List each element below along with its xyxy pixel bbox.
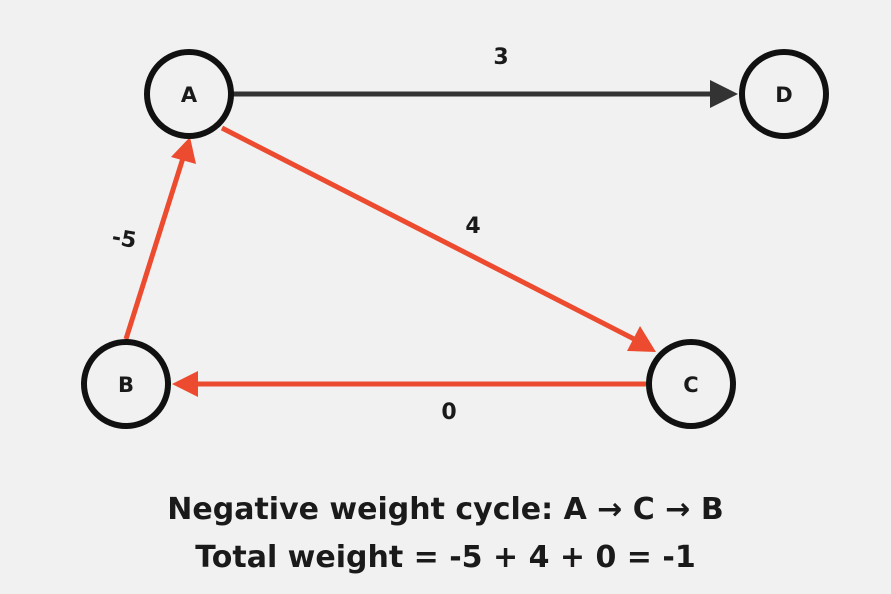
edge-weight-c-to-b: 0 — [441, 400, 456, 425]
node-a: A — [144, 49, 234, 139]
node-d: D — [739, 49, 829, 139]
node-a-circle — [144, 49, 234, 139]
edge-weight-a-to-d: 3 — [493, 45, 508, 70]
node-d-circle — [739, 49, 829, 139]
arrowhead-a-to-c — [627, 326, 656, 352]
arrowhead-b-to-a — [171, 137, 196, 164]
caption-cycle-path: Negative weight cycle: A → C → B — [167, 492, 724, 527]
edge-weight-a-to-c: 4 — [465, 214, 480, 239]
edge-b-to-a — [123, 157, 186, 340]
graph-diagram: 3 4 0 -5 A B C D — [81, 45, 829, 429]
edge-weight-b-to-a: -5 — [110, 225, 138, 254]
node-c-label: C — [683, 373, 698, 397]
node-b-label: B — [118, 373, 134, 397]
arrowhead-c-to-b — [172, 371, 198, 397]
caption-total-weight: Total weight = -5 + 4 + 0 = -1 — [195, 540, 696, 575]
edges-group — [123, 80, 738, 397]
node-c: C — [646, 339, 736, 429]
node-b-circle — [81, 339, 171, 429]
node-d-label: D — [775, 83, 792, 107]
node-c-circle — [646, 339, 736, 429]
edge-a-to-c — [220, 125, 638, 343]
node-b: B — [81, 339, 171, 429]
node-a-label: A — [181, 83, 198, 107]
edge-labels-group: 3 4 0 -5 — [110, 45, 509, 425]
arrowhead-a-to-d — [710, 80, 738, 108]
